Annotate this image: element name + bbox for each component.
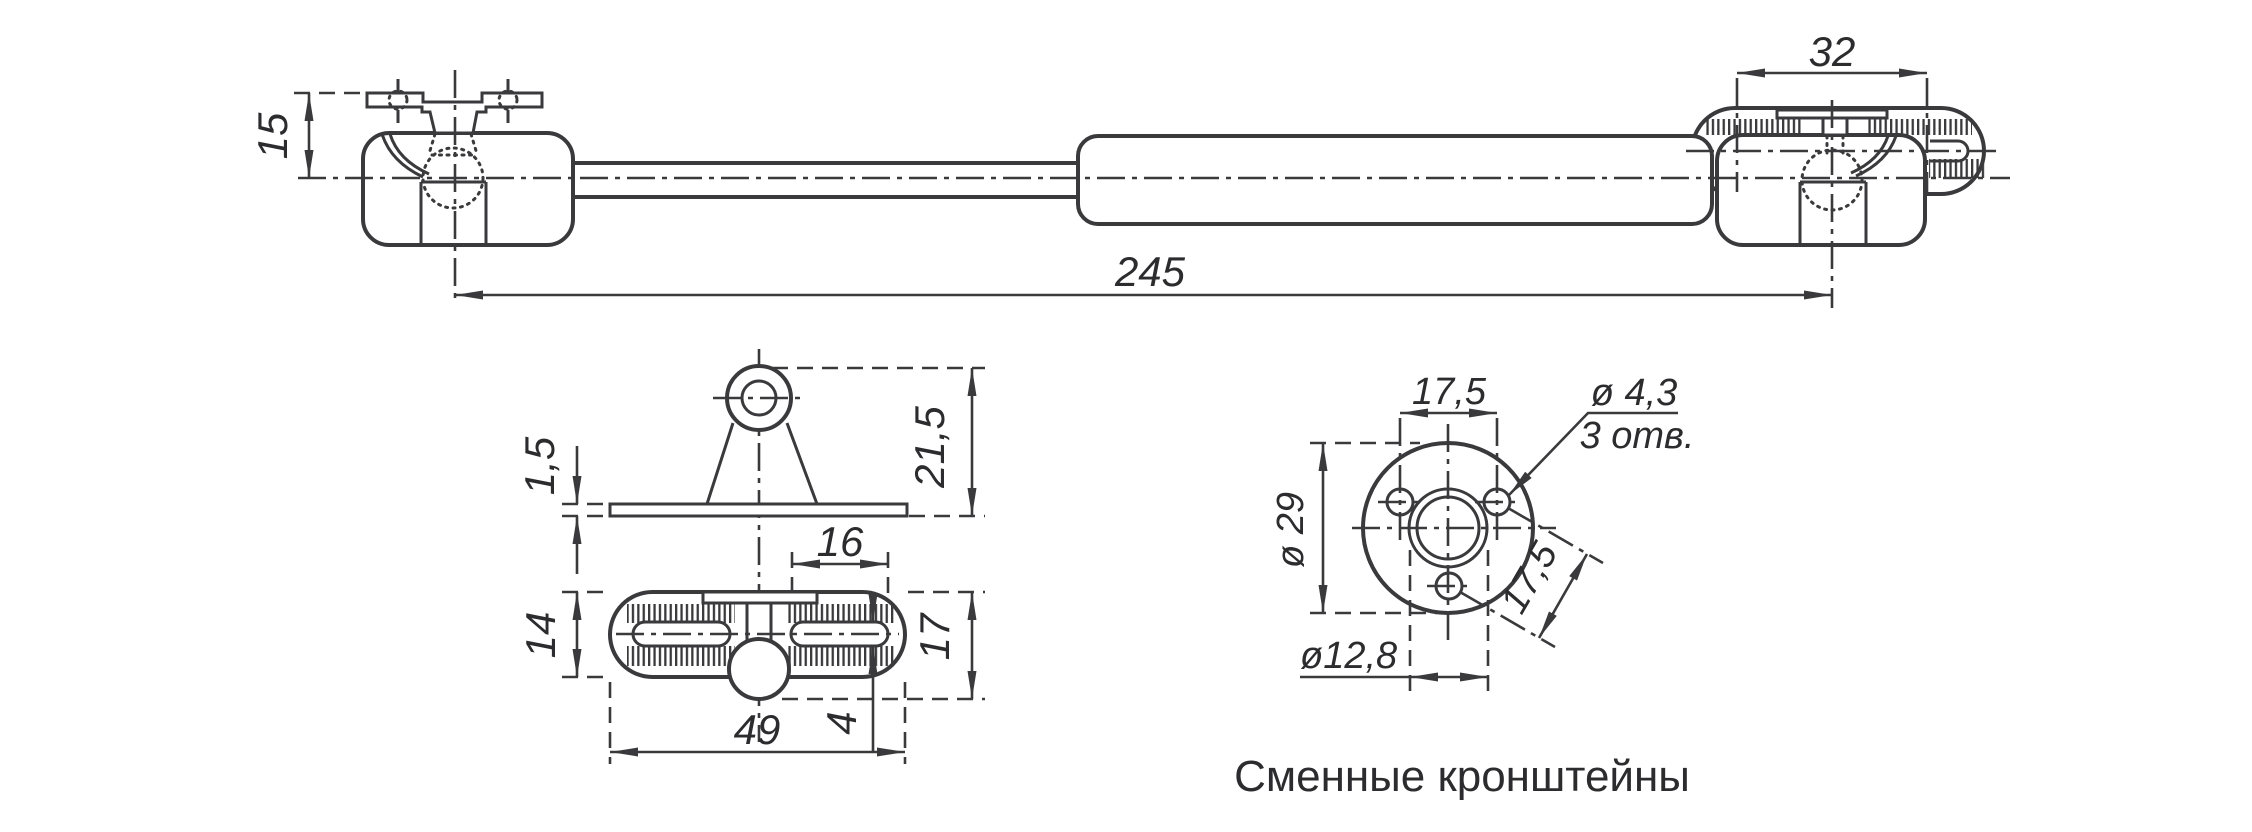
serr-left-bottom <box>627 646 735 666</box>
caption-replaceable-brackets: Сменные кронштейны <box>1234 752 1690 801</box>
dim-slot-width: 4 <box>818 711 865 734</box>
clamp-screw-hole-left <box>387 89 409 111</box>
dim-strut-height: 15 <box>249 112 296 159</box>
clamp-bracket-plan-view: 14 17 49 4 <box>517 590 985 764</box>
right-bracket-stem <box>1821 116 1849 137</box>
left-clamp-bracket <box>365 91 544 135</box>
piston-rod <box>571 161 1082 199</box>
base-plate <box>608 502 909 518</box>
dim29-ext <box>1310 441 1437 615</box>
clamp-screw-hole-right <box>497 89 519 111</box>
dim-bracket-length: 49 <box>734 706 781 753</box>
dim14-ext <box>562 590 606 679</box>
dim-bracket-total-height: 17 <box>911 612 958 660</box>
eye-bracket-side-view: 1,5 21,5 16 <box>516 349 985 742</box>
dim49-ext <box>608 682 907 764</box>
right-stud-hidden <box>1825 134 1845 159</box>
dim-total-length: 245 <box>1114 248 1186 295</box>
dim-bore-diameter: ø12,8 <box>1300 635 1397 677</box>
serration-band-top-left <box>1706 119 1801 135</box>
dim17_5-diag-line <box>1537 553 1589 639</box>
dim-holes-count: 3 отв. <box>1580 415 1695 457</box>
serration-band-lower-right <box>1929 159 1985 178</box>
dim-hole-diameter: ø 4,3 <box>1591 372 1678 414</box>
diag-ext-lines <box>1459 506 1604 649</box>
serration-band-top-right <box>1866 119 1972 135</box>
serr-right-top <box>786 604 894 623</box>
left-ball-socket <box>419 180 488 244</box>
clamp-screw-axes <box>396 79 510 123</box>
dim-bracket-height: 21,5 <box>906 405 953 488</box>
plan-tab <box>701 590 819 605</box>
right-end-body <box>1715 133 1927 247</box>
dim-plate-thickness: 1,5 <box>516 436 563 495</box>
dim-bracket-width: 32 <box>1809 28 1856 75</box>
left-end-body <box>361 131 575 247</box>
ball-stud <box>727 637 791 701</box>
dim-hole-spacing: 17,5 <box>1412 371 1487 413</box>
left-ball-hidden <box>421 146 485 210</box>
dim-bracket-oval-width: 14 <box>517 612 564 659</box>
serr-left-top <box>627 604 735 623</box>
cylinder <box>1076 134 1714 226</box>
gas-strut-assembly-view: 15 32 245 <box>249 28 2010 308</box>
gusset-legs <box>705 422 819 505</box>
hole-dia-leader <box>1508 411 1678 496</box>
dim1_5-ext <box>562 502 606 518</box>
flange-centerlines <box>1352 418 1556 642</box>
dim-slot-offset: 16 <box>817 518 864 565</box>
flange-bracket-view: 17,5 ø 4,3 3 отв. ø 29 ø12,8 17,5 <box>1270 371 1694 692</box>
dim-outer-diameter: ø 29 <box>1270 492 1312 568</box>
serr-right-bottom <box>786 646 894 666</box>
